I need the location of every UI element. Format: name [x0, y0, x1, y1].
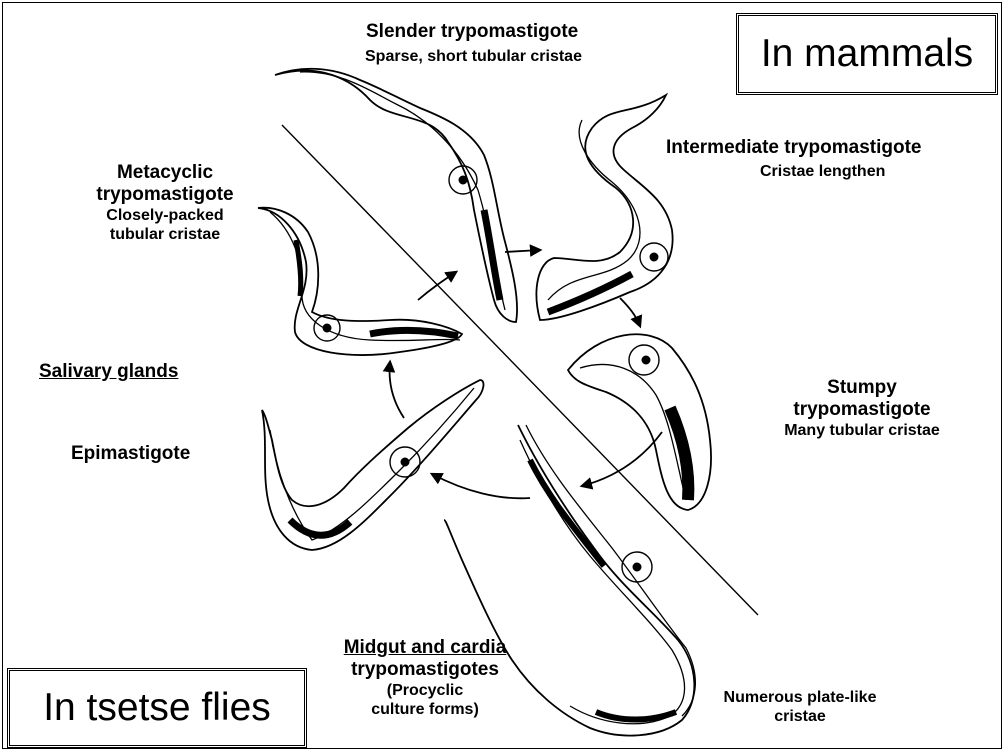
- metacyclic-label-group: Metacyclic trypomastigote Closely-packed…: [60, 162, 270, 245]
- arrow-procyclic-to-epimastigote: [432, 474, 530, 498]
- in-mammals-box: In mammals: [736, 13, 998, 95]
- slender-trypomastigote-cell: [275, 69, 517, 322]
- arrow-stumpy-to-procyclic: [582, 432, 662, 486]
- midgut-note-line2: culture forms): [300, 701, 550, 720]
- stumpy-title-line1: Stumpy: [752, 377, 972, 399]
- intermediate-trypomastigote-title: Intermediate trypomastigote: [666, 137, 922, 159]
- metacyclic-title-line1: Metacyclic: [60, 162, 270, 184]
- slender-trypomastigote-title: Slender trypomastigote: [366, 21, 578, 43]
- arrow-epimastigote-to-metacyclic: [390, 362, 404, 418]
- in-tsetse-flies-box: In tsetse flies: [7, 668, 307, 748]
- epimastigote-label: Epimastigote: [71, 443, 190, 465]
- metacyclic-note-line1: Closely-packed: [60, 207, 270, 226]
- midgut-title-line1: Midgut and cardia: [300, 637, 550, 659]
- arrow-slender-to-intermediate: [505, 250, 540, 252]
- arrow-metacyclic-to-slender: [418, 272, 456, 300]
- numerous-cristae-label-group: Numerous plate-like cristae: [690, 689, 910, 727]
- intermediate-trypomastigote-cell: [536, 95, 672, 320]
- stumpy-label-group: Stumpy trypomastigote Many tubular crist…: [752, 377, 972, 441]
- stumpy-title-line2: trypomastigote: [752, 399, 972, 421]
- slender-trypomastigote-note: Sparse, short tubular cristae: [365, 48, 582, 67]
- numerous-cristae-line1: Numerous plate-like: [690, 689, 910, 708]
- stumpy-note: Many tubular cristae: [752, 422, 972, 441]
- intermediate-trypomastigote-note: Cristae lengthen: [760, 163, 885, 182]
- salivary-glands-label: Salivary glands: [39, 361, 178, 383]
- metacyclic-note-line2: tubular cristae: [60, 226, 270, 245]
- arrow-intermediate-to-stumpy: [620, 298, 640, 326]
- metacyclic-title-line2: trypomastigote: [60, 184, 270, 206]
- midgut-label-group: Midgut and cardia trypomastigotes (Procy…: [300, 637, 550, 720]
- metacyclic-trypomastigote-cell: [258, 208, 462, 355]
- midgut-note-line1: (Procyclic: [300, 682, 550, 701]
- epimastigote-cell: [262, 380, 483, 550]
- midgut-title-line2: trypomastigotes: [300, 659, 550, 681]
- numerous-cristae-line2: cristae: [690, 708, 910, 727]
